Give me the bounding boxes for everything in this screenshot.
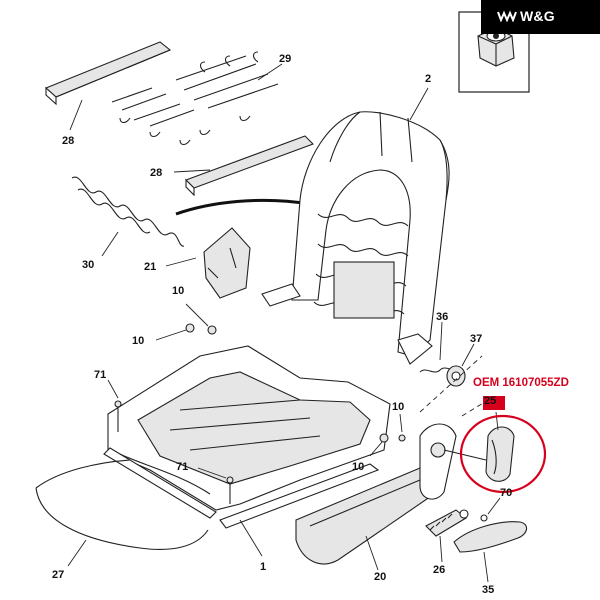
oem-part-number: OEM 16107055ZD	[473, 377, 569, 389]
part-30-zigzag-spring	[71, 176, 185, 247]
callout-10-b: 10	[132, 335, 144, 347]
leader-25	[495, 411, 499, 431]
leader-1	[239, 519, 263, 557]
part-26-gear	[425, 509, 469, 537]
leader-71b	[197, 467, 227, 479]
callout-28-lower: 28	[150, 167, 162, 179]
leader-30	[101, 231, 119, 257]
leader-21	[165, 257, 197, 267]
part-27-wire-loop	[35, 459, 209, 550]
part-29-spring-clips	[111, 51, 279, 146]
part-28-rail-upper	[44, 41, 172, 106]
leader-10b	[155, 329, 187, 341]
part-10-bolts	[185, 323, 406, 443]
leader-10c	[399, 413, 403, 433]
leader-28-upper	[69, 99, 83, 131]
part-28-rail-lower	[185, 135, 314, 197]
callout-10-a: 10	[172, 285, 184, 297]
leader-10d	[369, 441, 383, 457]
brand-name: W&G	[520, 8, 555, 24]
part-21-side-panel	[203, 227, 251, 299]
callout-10-d: 10	[352, 461, 364, 473]
part-35-lever	[453, 521, 528, 553]
callout-21: 21	[144, 261, 156, 273]
callout-37: 37	[470, 333, 482, 345]
leader-71a	[107, 379, 119, 399]
callout-25: 25	[484, 395, 497, 407]
leader-35	[483, 551, 489, 583]
callout-20: 20	[374, 571, 386, 583]
leader-28-lower	[173, 169, 211, 173]
callout-36: 36	[436, 311, 448, 323]
part-70-clip	[480, 514, 488, 522]
brand-badge: W&G	[481, 0, 600, 34]
callout-71-b: 71	[176, 461, 188, 473]
leader-29	[257, 63, 283, 81]
leader-26	[439, 535, 443, 563]
callout-29: 29	[279, 53, 291, 65]
assembly-line-1	[419, 355, 483, 413]
callout-30: 30	[82, 259, 94, 271]
callout-71-a: 71	[94, 369, 106, 381]
callout-35: 35	[482, 584, 494, 596]
callout-27: 27	[52, 569, 64, 581]
part-25-knob	[485, 426, 515, 482]
recliner-housing	[419, 423, 487, 500]
wave-logo-icon	[497, 10, 517, 22]
part-1-seat-frame	[103, 345, 391, 529]
leader-70	[487, 497, 501, 515]
callout-25-highlight	[483, 396, 505, 410]
backrest-strap	[175, 198, 311, 216]
callout-1: 1	[260, 561, 266, 573]
leader-37	[461, 343, 475, 367]
callout-2: 2	[425, 73, 431, 85]
leader-20	[365, 535, 379, 571]
leader-2	[409, 87, 429, 121]
leader-36	[439, 321, 443, 361]
leader-10a	[185, 303, 209, 327]
part-2-backrest-frame	[261, 111, 450, 365]
callout-28-upper: 28	[62, 135, 74, 147]
callout-10-c: 10	[392, 401, 404, 413]
highlight-circle	[459, 414, 547, 494]
part-37-knob	[446, 365, 466, 387]
leader-27	[67, 539, 87, 567]
callout-70: 70	[500, 487, 512, 499]
callout-26: 26	[433, 564, 445, 576]
part-71-screws	[114, 400, 234, 504]
